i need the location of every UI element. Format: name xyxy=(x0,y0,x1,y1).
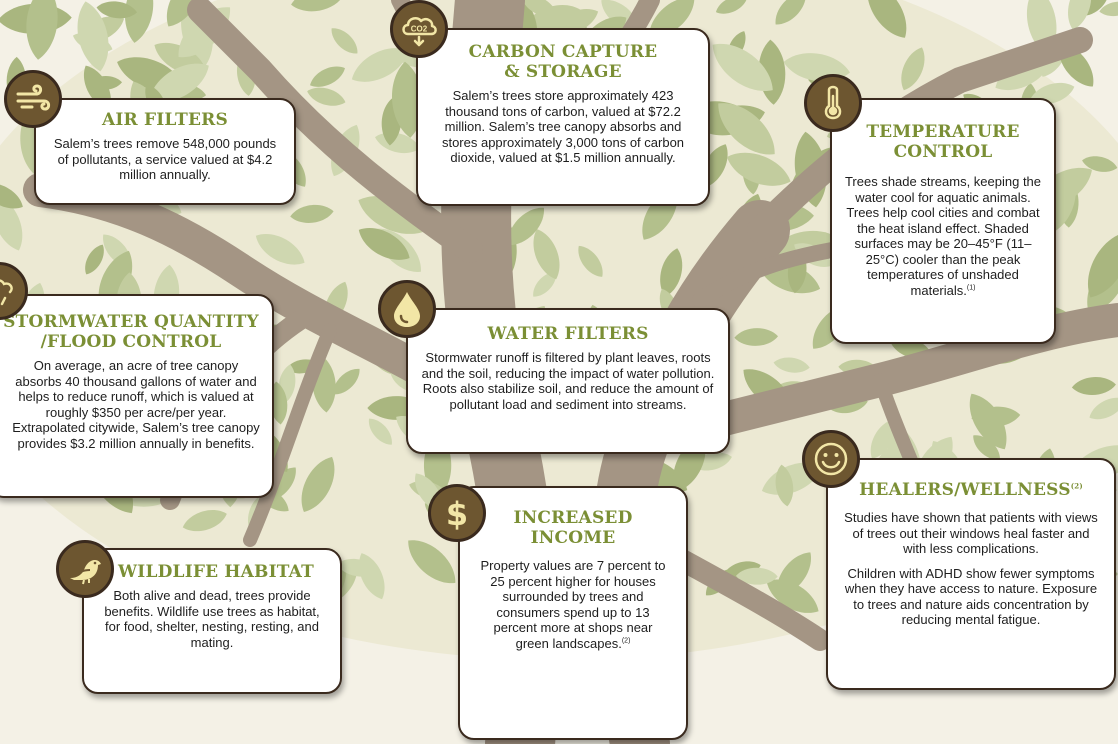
water-filters-card: WATER FILTERS Stormwater runoff is filte… xyxy=(406,308,730,454)
card-body: On average, an acre of tree canopy absor… xyxy=(12,358,260,451)
card-body: Stormwater runoff is filtered by plant l… xyxy=(421,350,715,412)
card-body: Both alive and dead, trees provide benef… xyxy=(104,588,320,650)
bird-icon xyxy=(56,540,114,598)
card-title: STORMWATER QUANTITY/FLOOD CONTROL xyxy=(3,312,259,352)
card-body: Property values are 7 percent to 25 perc… xyxy=(480,558,666,651)
air-filters-card: AIR FILTERS Salem’s trees remove 548,000… xyxy=(34,98,296,205)
carbon-capture-card: CARBON CAPTURE& STORAGE Salem’s trees st… xyxy=(416,28,710,206)
svg-text:$: $ xyxy=(446,495,468,533)
co2-icon: CO2 xyxy=(390,0,448,58)
card-title: HEALERS/WELLNESS(2) xyxy=(859,480,1083,500)
stormwater-card: STORMWATER QUANTITY/FLOOD CONTROL On ave… xyxy=(0,294,274,498)
wildlife-habitat-card: WILDLIFE HABITAT Both alive and dead, tr… xyxy=(82,548,342,694)
wind-icon xyxy=(4,70,62,128)
svg-text:CO2: CO2 xyxy=(411,25,428,34)
healers-wellness-card: HEALERS/WELLNESS(2) Studies have shown t… xyxy=(826,458,1116,690)
card-body: Children with ADHD show fewer symptoms w… xyxy=(844,565,1098,628)
card-body: Salem’s trees store approximately 423 th… xyxy=(441,88,685,165)
card-title: AIR FILTERS xyxy=(102,110,228,130)
card-title: WATER FILTERS xyxy=(487,324,649,344)
water-drop-icon xyxy=(378,280,436,338)
card-body: Trees shade streams, keeping the water c… xyxy=(844,174,1042,298)
dollar-icon: $ xyxy=(428,484,486,542)
card-title: CARBON CAPTURE& STORAGE xyxy=(468,42,658,82)
thermometer-icon xyxy=(804,74,862,132)
card-title: WILDLIFE HABITAT xyxy=(118,562,314,582)
card-body: Studies have shown that patients with vi… xyxy=(844,510,1098,556)
smiley-icon xyxy=(802,430,860,488)
card-body: Salem’s trees remove 548,000 pounds of p… xyxy=(53,136,277,182)
